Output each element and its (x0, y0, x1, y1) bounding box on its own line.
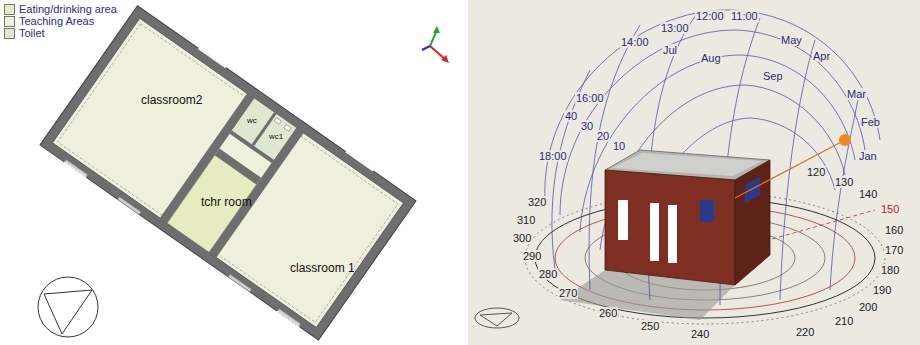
drawing-part (33, 0, 423, 345)
compass-degree: 120 (806, 166, 826, 178)
sun-path-label: Feb (860, 116, 881, 128)
drawing-part (480, 313, 512, 326)
legend-swatch (4, 4, 15, 15)
drawing-part (839, 134, 851, 146)
drawing-part (433, 26, 440, 33)
drawing-part (40, 6, 416, 340)
compass-degree: 170 (884, 244, 904, 256)
sun-path-label: 10 (612, 140, 626, 152)
drawing-part (228, 274, 251, 291)
drawing-part (278, 309, 301, 326)
drawing-part (605, 170, 735, 285)
drawing-part (422, 46, 430, 50)
sun-path-label: 20 (596, 130, 610, 142)
legend-swatch (4, 28, 15, 39)
drawing-part (58, 24, 398, 323)
compass-degree: 240 (690, 328, 710, 340)
room-name: wc (247, 116, 257, 126)
room-label-box: classroom 1 (289, 260, 356, 276)
sun-path-label: Mar (846, 88, 867, 100)
drawing-part (58, 162, 86, 187)
legend-text: Toilet (19, 27, 45, 39)
legend-row: Eating/drinking area (4, 3, 117, 15)
sun-path-label: 14:00 (620, 36, 650, 48)
drawing-part (468, 0, 920, 345)
drawing-part (274, 118, 281, 125)
legend-text: Eating/drinking area (19, 3, 117, 15)
drawing-part (199, 39, 232, 67)
drawing-part (830, 90, 860, 290)
legend-row: Toilet (4, 27, 45, 39)
drawing-part (284, 125, 291, 132)
drawing-part (475, 308, 519, 328)
drawing-part (441, 55, 449, 63)
drawing-part (53, 18, 404, 327)
compass-degree: 130 (834, 176, 854, 188)
compass-degree: 190 (872, 284, 892, 296)
room-label-box: classroom2 (140, 92, 203, 108)
drawing-part (545, 10, 880, 200)
drawing-part (618, 200, 628, 240)
sun-path-diagram (468, 0, 920, 345)
sun-path-label: 18:00 (538, 150, 568, 162)
compass-degree: 270 (558, 287, 578, 299)
drawing-part (38, 277, 98, 337)
drawing-part (700, 200, 714, 222)
drawing-part (650, 203, 659, 261)
legend-row: Teaching Areas (4, 15, 94, 27)
compass-degree: 300 (512, 232, 532, 244)
room-label-box: tchr room (200, 194, 253, 210)
drawing-part (545, 10, 880, 305)
compass-degree: 180 (880, 264, 900, 276)
sun-path-label: 16:00 (575, 92, 605, 104)
sun-path-label: Jan (858, 150, 878, 162)
drawing-part (668, 205, 677, 263)
drawing-part (160, 93, 255, 223)
room-label-box: wc (246, 115, 258, 127)
room-label-box: wc1 (268, 131, 284, 143)
compass-degree: 220 (795, 326, 815, 338)
drawing-part (65, 160, 88, 177)
drawing-part (271, 311, 299, 336)
compass-degree: 320 (527, 196, 547, 208)
room-name: wc1 (269, 132, 283, 142)
sun-path-label: May (780, 34, 803, 46)
floor-plan (33, 0, 449, 345)
room-name: tchr room (201, 195, 252, 209)
drawing-part (215, 149, 261, 185)
sun-path-label: Jul (662, 44, 678, 56)
drawing-part (735, 160, 770, 285)
compass-degree: 260 (598, 307, 618, 319)
drawing-part (346, 142, 379, 170)
legend-swatch (4, 16, 15, 27)
drawing-part (745, 177, 760, 203)
sun-path-label: 11:00 (730, 10, 759, 22)
sun-path-label: 30 (580, 120, 594, 132)
room-name: classroom 1 (290, 261, 355, 275)
compass-degree: 310 (516, 214, 536, 226)
drawing-part (735, 140, 845, 198)
sun-path-label: 13:00 (660, 22, 690, 34)
drawing-part (118, 197, 141, 214)
compass-degree: 160 (884, 224, 904, 236)
compass-degree: 290 (522, 250, 542, 262)
sun-path-label: Sep (762, 70, 784, 82)
sun-path-label: 40 (564, 110, 578, 122)
legend-text: Teaching Areas (19, 15, 94, 27)
drawing-part (232, 99, 296, 160)
compass-degree: 250 (640, 320, 660, 332)
sun-path-label: Aug (700, 52, 722, 64)
sun-path-label: Apr (812, 50, 831, 62)
compass-degree: 280 (538, 268, 558, 280)
compass-degree: 150 (880, 203, 900, 215)
drawing-part (44, 290, 92, 334)
sun-path-label: 12:00 (695, 10, 725, 22)
drawing-part (230, 131, 274, 164)
room-name: classroom2 (141, 93, 202, 107)
compass-degree: 200 (858, 301, 878, 313)
compass-degree: 210 (834, 315, 854, 327)
compass-degree: 140 (858, 188, 878, 200)
